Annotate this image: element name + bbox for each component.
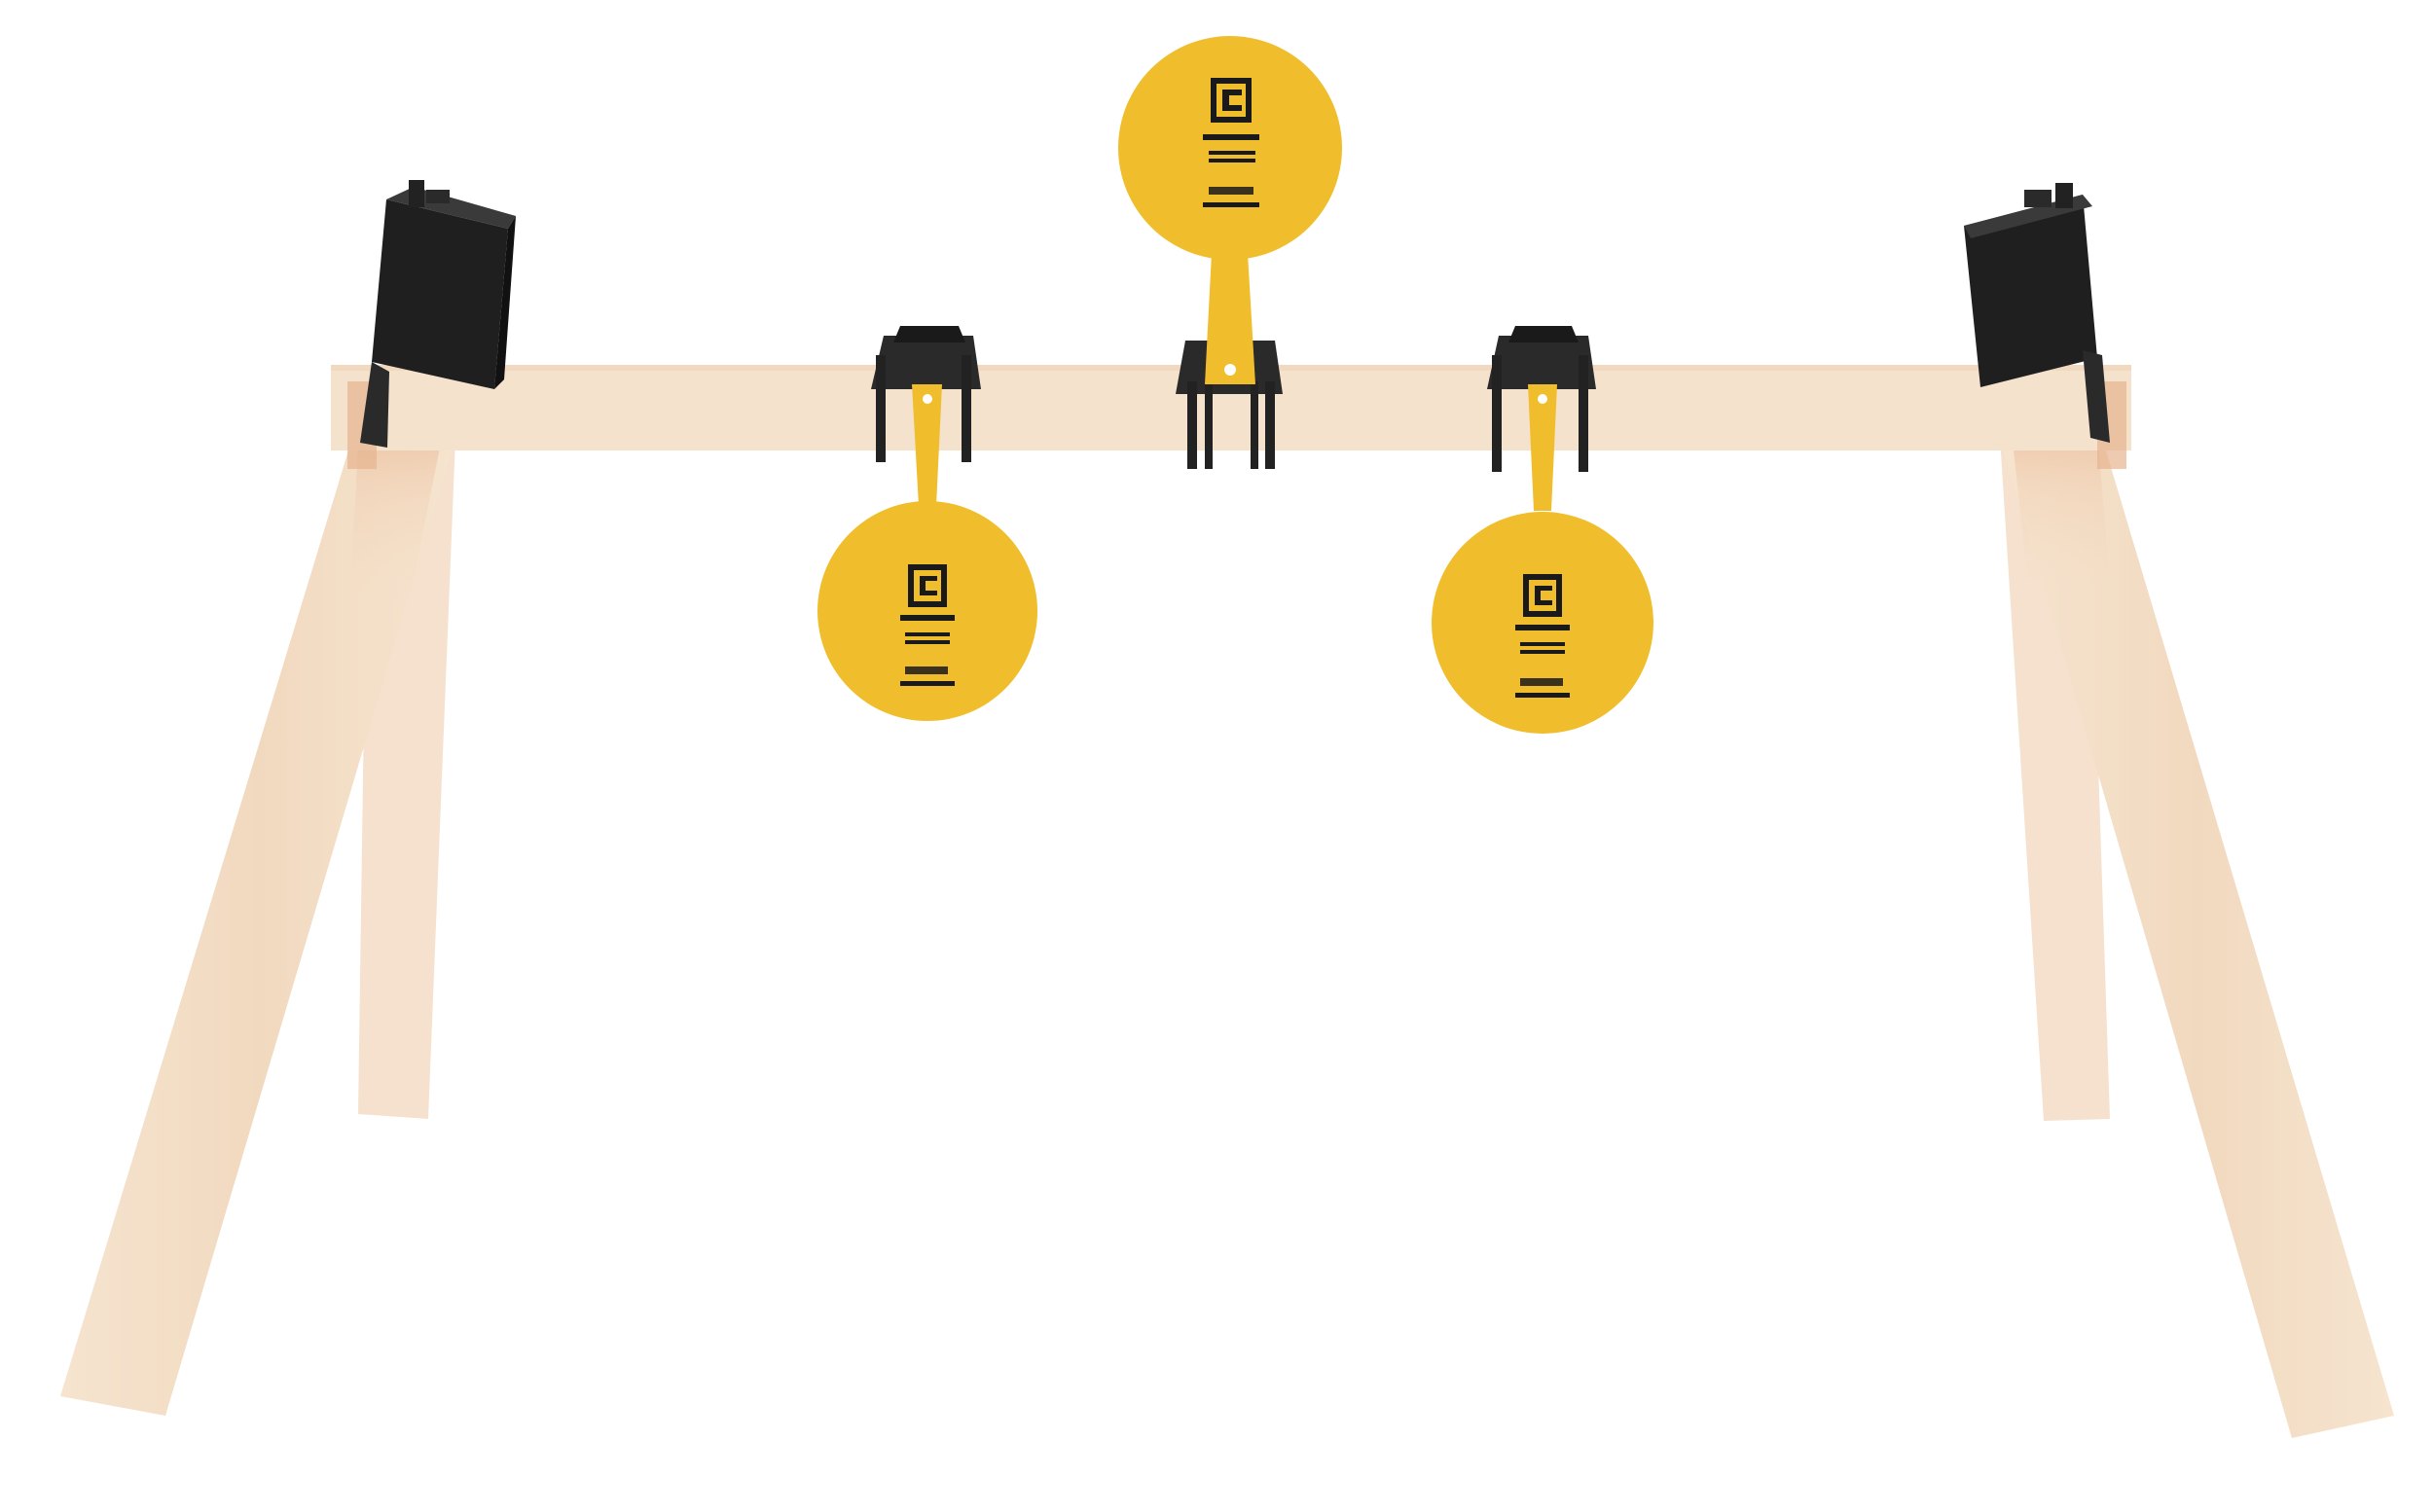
left-target-assembly <box>817 326 1037 721</box>
left-front-leg <box>60 438 455 1416</box>
right-target-assembly <box>1432 326 1653 734</box>
right-end-bracket <box>1964 183 2110 443</box>
brand-logo-icon <box>908 564 947 607</box>
right-target <box>1432 512 1653 734</box>
right-front-leg <box>2000 438 2394 1438</box>
brand-logo-icon <box>1211 78 1252 123</box>
brand-logo-icon <box>1523 574 1562 617</box>
center-target-assembly <box>1118 36 1342 469</box>
left-end-bracket <box>360 180 516 448</box>
top-center-target <box>1118 36 1342 260</box>
left-target <box>817 501 1037 721</box>
